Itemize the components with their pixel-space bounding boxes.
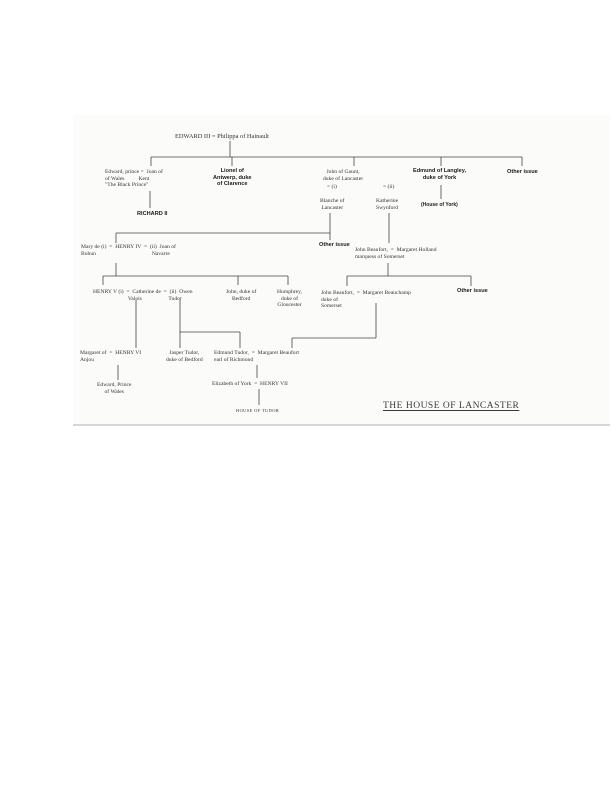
john-duke-of-bedford: John, duke of Bedford: [226, 289, 257, 302]
katherine-swynford: Katherine Swynford: [376, 198, 399, 211]
edward-prince-of-wales: Edward, Prince of Wales: [97, 382, 132, 395]
edward-black-prince: Edward, prince = Joan of of Wales Kent "…: [105, 169, 163, 189]
edward-iii-marriage: EDWARD III = Philippa of Hainault: [175, 133, 269, 140]
henry-v-marriages: HENRY V (i) = Catherine de = (ii) Owen V…: [93, 289, 193, 302]
humphrey-gloucester: Humphrey, duke of Gloucester: [277, 289, 302, 309]
richard-ii: RICHARD II: [137, 211, 168, 217]
other-issue-gaunt: Other issue: [319, 242, 350, 248]
house-of-tudor: HOUSE OF TUDOR: [236, 408, 280, 413]
gaunt-marriage-ii: = (ii): [383, 184, 395, 190]
scanned-chart-area: [73, 115, 610, 426]
edmund-tudor-marriage: Edmund Tudor, = Margaret Beaufort earl o…: [214, 350, 300, 363]
chart-title: THE HOUSE OF LANCASTER: [383, 401, 520, 411]
scan-bottom-edge: [73, 424, 610, 426]
jasper-tudor: Jasper Tudor, duke of Bedford: [166, 350, 203, 363]
henry-iv-marriages: Mary de (i) = HENRY IV = (ii) Joan of Bo…: [81, 244, 176, 257]
other-issue-edward-iii: Other issue: [507, 169, 538, 175]
other-issue-beaufort: Other issue: [457, 288, 488, 294]
edmund-of-langley: Edmund of Langley, duke of York: [413, 168, 467, 181]
gaunt-marriage-i: = (i): [327, 184, 337, 190]
henry-vi-marriage: Margaret of = HENRY VI Anjou: [80, 350, 142, 363]
lionel-of-antwerp: Lionel of Antwerp, duke of Clarence: [213, 168, 252, 188]
john-beaufort-marquess: John Beaufort, = Margaret Holland marque…: [355, 247, 437, 260]
john-beaufort-duke: John Beaufort, = Margaret Beauchamp duke…: [321, 290, 411, 310]
john-of-gaunt: John of Gaunt, duke of Lancaster: [323, 169, 364, 182]
house-of-york: (House of York): [421, 202, 458, 208]
henry-vii-marriage: Elizabeth of York = HENRY VII: [212, 381, 288, 387]
blanche-of-lancaster: Blanche of Lancaster: [320, 198, 345, 211]
